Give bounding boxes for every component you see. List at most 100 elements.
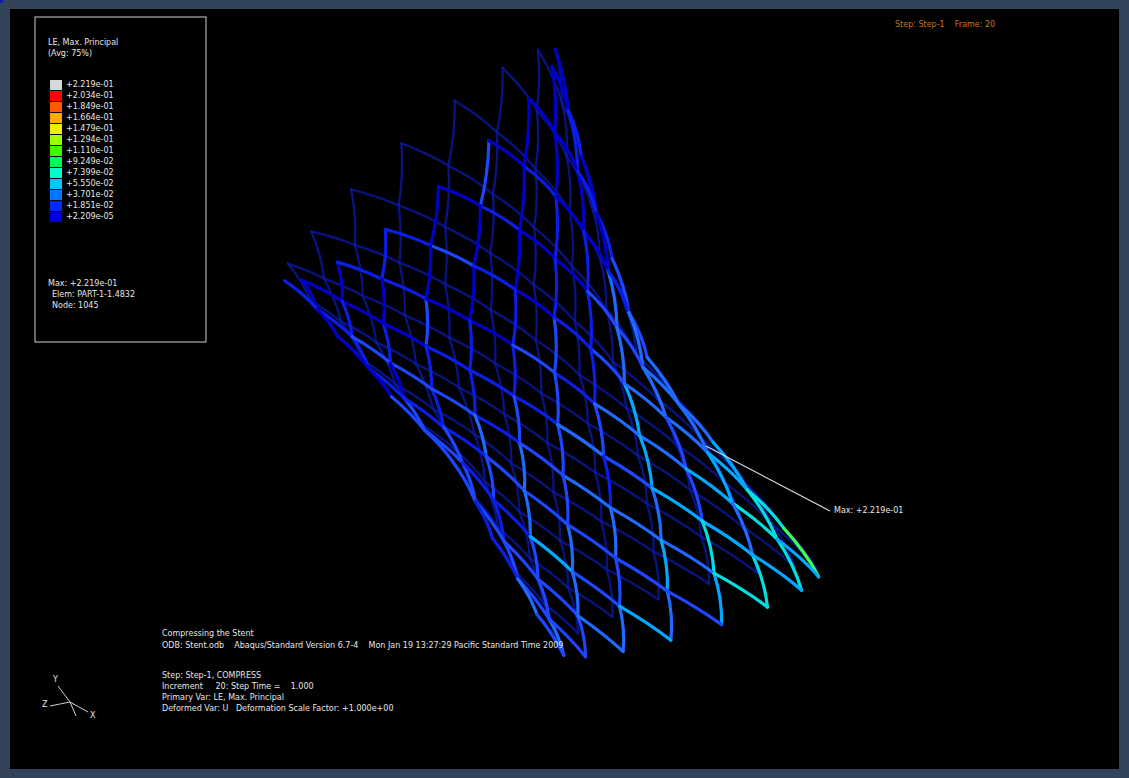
stent-strut (515, 572, 537, 615)
stent-strut (452, 460, 476, 501)
stent-strut (643, 367, 679, 404)
axis-letter: Y (53, 675, 58, 685)
legend-value: +3.701e-02 (66, 190, 114, 200)
legend-value: +9.249e-02 (66, 157, 114, 167)
stent-strut (444, 427, 463, 462)
stent-strut (661, 540, 714, 573)
legend-value: +2.219e-01 (66, 80, 114, 90)
stent-strut (595, 404, 640, 436)
stent-strut (654, 552, 710, 584)
legend-title: LE, Max. Principal (48, 38, 118, 48)
step-info: Step: Step-1, COMPRESS (162, 671, 261, 681)
stent-strut (777, 539, 819, 577)
stent-strut (555, 373, 595, 404)
stent-strut (515, 230, 520, 290)
stent-strut (475, 501, 492, 538)
deformed-variable: Deformed Var: U Deformation Scale Factor… (162, 704, 393, 714)
stent-crown-tip (0, 0, 3, 3)
stent-strut (426, 299, 470, 321)
legend-swatch (50, 168, 62, 178)
stent-strut (558, 425, 564, 476)
stent-strut (568, 525, 616, 558)
stent-strut (554, 317, 591, 348)
stent-strut (572, 572, 619, 607)
legend-value: +1.849e-01 (66, 102, 114, 112)
view-title: Compressing the Stent (162, 629, 254, 639)
stent-strut (541, 393, 547, 443)
stent-strut (491, 310, 496, 364)
stent-strut (554, 259, 556, 318)
stent-strut (369, 368, 392, 397)
stent-strut (352, 337, 390, 363)
stent-strut (643, 367, 666, 417)
stent-strut (524, 166, 556, 196)
stent-crown-tip (0, 0, 3, 3)
leader-line (706, 446, 830, 511)
stent-strut (753, 555, 802, 590)
stent-strut (552, 66, 556, 132)
stent-strut (402, 143, 449, 165)
stent-strut (455, 101, 497, 133)
stent-strut (744, 482, 784, 528)
stent-strut (518, 579, 549, 619)
legend-swatch (50, 146, 62, 156)
stent-crown-tip (0, 0, 3, 3)
stent-strut (513, 290, 516, 346)
stent-strut (666, 417, 708, 452)
stent-strut (575, 321, 613, 361)
stent-strut (519, 230, 555, 259)
stent-strut (536, 340, 542, 393)
stent-crown-tip (0, 0, 3, 3)
stent-strut (555, 373, 559, 425)
stent-strut (351, 189, 355, 245)
stent-crown-tip (0, 0, 3, 3)
legend-swatch (50, 135, 62, 145)
stent-crown-tip (0, 0, 3, 3)
stent-strut (513, 345, 555, 373)
legend-value: +1.294e-01 (66, 135, 114, 145)
stent-strut (490, 253, 492, 310)
stent-crown-tip (0, 0, 3, 3)
stent-strut (431, 187, 439, 246)
stent-strut (519, 511, 560, 540)
stent-strut (385, 229, 430, 245)
stent-strut (601, 521, 607, 569)
stent-strut (490, 194, 493, 253)
legend-swatch (50, 212, 62, 222)
legend-swatch (50, 91, 62, 101)
stent-strut (610, 508, 661, 541)
stent-strut (588, 291, 617, 327)
stent-strut (578, 616, 623, 652)
stent-strut (383, 324, 426, 347)
stent-strut (511, 463, 553, 492)
stent-strut (537, 110, 567, 156)
stent-strut (552, 66, 568, 110)
stent-strut (708, 453, 748, 490)
stent-strut (616, 558, 621, 606)
stent-crown-tip (0, 0, 3, 3)
stent-strut (607, 570, 659, 600)
stent-strut (445, 227, 490, 254)
stent-strut (601, 521, 653, 551)
stent-strut (445, 166, 449, 227)
stent-strut (686, 469, 732, 503)
stent-strut (445, 284, 491, 310)
stent-strut (470, 370, 475, 415)
stent-strut (392, 397, 425, 431)
stent-strut (382, 279, 426, 299)
stent-strut (667, 591, 721, 625)
stent-strut (492, 538, 518, 579)
stent-strut (470, 266, 474, 321)
stent-strut (555, 133, 558, 197)
stent-strut (520, 443, 525, 491)
stent-strut (426, 346, 470, 370)
stent-strut (480, 206, 519, 230)
stent-strut (554, 317, 556, 372)
stent-strut (497, 68, 503, 132)
stent-strut (474, 266, 515, 290)
stent-strut (647, 504, 654, 552)
stent-strut (475, 501, 504, 541)
stent-strut (608, 271, 629, 313)
stent-strut (425, 430, 452, 460)
stent-strut (570, 211, 573, 266)
